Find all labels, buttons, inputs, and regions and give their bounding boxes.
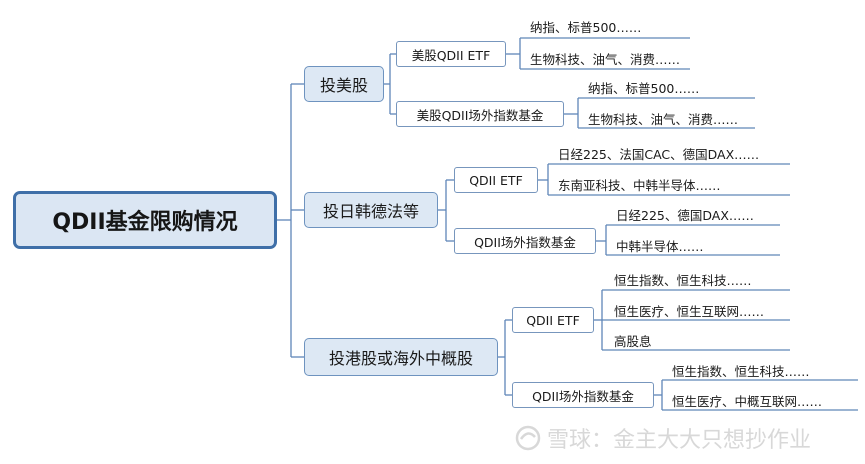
fund-us-qdii-etf: 美股QDII ETF [396,41,506,67]
watermark: 雪球：金主大大只想抄作业 [515,422,811,454]
leaf-us-otc-2: 生物科技、油气、消费…… [588,112,739,127]
watermark-text: 雪球：金主大大只想抄作业 [547,428,812,453]
leaf-hk-etf-2: 恒生医疗、恒生互联网…… [614,304,765,319]
leaf-hk-etf-1: 恒生指数、恒生科技…… [614,273,752,288]
fund-us-qdii-otc-index: 美股QDII场外指数基金 [396,101,564,127]
leaf-hk-otc-1: 恒生指数、恒生科技…… [672,364,810,379]
leaf-jp-otc-1: 日经225、德国DAX…… [616,208,754,223]
leaf-us-etf-1: 纳指、标普500…… [530,20,642,35]
leaf-us-etf-2: 生物科技、油气、消费…… [530,52,681,67]
leaf-jp-etf-1: 日经225、法国CAC、德国DAX…… [558,147,760,162]
leaf-us-otc-1: 纳指、标普500…… [588,81,700,96]
snowball-logo-icon [515,425,541,451]
leaf-jp-etf-2: 东南亚科技、中韩半导体…… [558,178,721,193]
category-hk-overseas-china: 投港股或海外中概股 [304,338,498,376]
category-us-stocks: 投美股 [304,66,384,102]
fund-jp-qdii-etf: QDII ETF [454,167,538,193]
category-jp-kr-de-fr: 投日韩德法等 [304,192,438,228]
fund-hk-qdii-otc-index: QDII场外指数基金 [512,382,654,408]
leaf-hk-etf-3: 高股息 [614,334,652,349]
root-node: QDII基金限购情况 [13,191,277,249]
fund-hk-qdii-etf: QDII ETF [512,307,594,333]
leaf-jp-otc-2: 中韩半导体…… [616,239,704,254]
fund-jp-qdii-otc-index: QDII场外指数基金 [454,228,596,254]
leaf-hk-otc-2: 恒生医疗、中概互联网…… [672,394,823,409]
